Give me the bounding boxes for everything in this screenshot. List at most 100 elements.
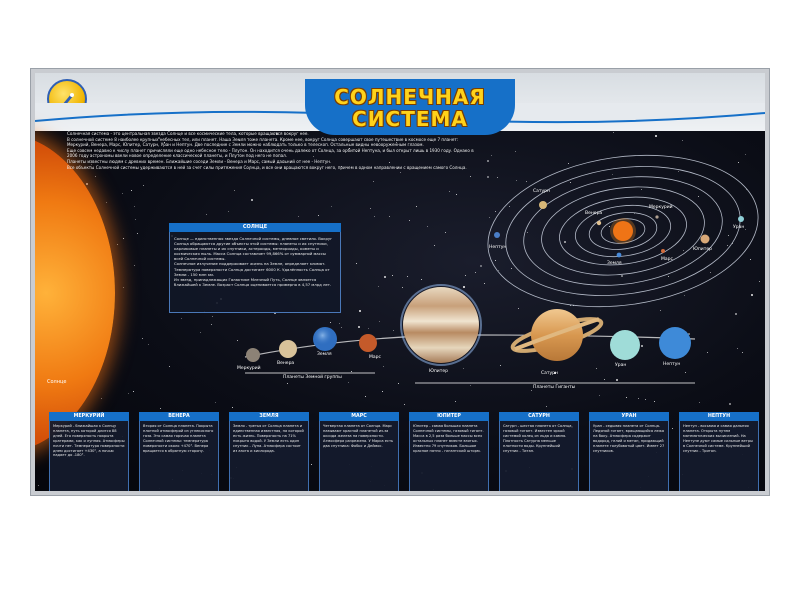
sun-label: Солнце [47, 379, 67, 385]
intro-paragraph: В солнечной системе 8 наиболее крупных н… [67, 136, 459, 148]
star [391, 274, 393, 276]
orbit-mars [661, 249, 665, 253]
card-text: Нептун - восьмая и самая дальняя планета… [683, 424, 753, 453]
star [514, 151, 516, 153]
title-banner: СОЛНЕЧНАЯ СИСТЕМА [305, 79, 515, 135]
star [350, 371, 352, 373]
star [497, 269, 499, 271]
card-title: МЕРКУРИЙ [49, 412, 129, 421]
star [595, 368, 597, 370]
star [408, 220, 410, 222]
star [215, 402, 217, 404]
star [625, 396, 627, 398]
card-text: Четвертая планета от Солнца. Марс называ… [323, 424, 394, 448]
star [687, 333, 690, 336]
star [654, 400, 656, 402]
orbit-mercury [655, 215, 659, 219]
card-title: САТУРН [499, 412, 579, 421]
star [744, 153, 746, 155]
orbit-sun [613, 221, 633, 241]
star [287, 383, 289, 385]
star [633, 213, 635, 215]
star [515, 180, 517, 182]
star [490, 154, 492, 156]
orbit-ring [588, 212, 658, 250]
planet-cards: МЕРКУРИЙ Меркурий - ближайшая к Солнцу п… [49, 412, 759, 491]
star [148, 344, 150, 346]
star [496, 177, 498, 179]
orbit-label-jupiter: Юпитер [693, 247, 712, 252]
star [612, 173, 614, 175]
star [329, 322, 331, 324]
star [426, 226, 428, 228]
star [564, 241, 567, 244]
star [134, 205, 136, 207]
star [608, 226, 610, 228]
star [135, 218, 137, 220]
star [475, 271, 477, 273]
star [339, 323, 341, 325]
star [727, 244, 729, 246]
poster-frame: СОЛНЕЧНАЯ СИСТЕМА Солнце Солнечная систе… [30, 68, 770, 496]
star [117, 244, 119, 246]
star [569, 305, 571, 307]
intro-text: Солнечная система - это центральная звез… [67, 131, 477, 217]
star [568, 163, 570, 165]
star [181, 318, 183, 320]
star [407, 276, 409, 278]
star [105, 201, 107, 203]
star [744, 228, 746, 230]
card-jupiter: ЮПИТЕР Юпитер - самая большая планета Со… [409, 412, 489, 491]
orbit-diagram-svg [487, 154, 759, 308]
orbit-label-saturn: Сатурн [533, 189, 550, 194]
star [227, 210, 229, 212]
star [758, 281, 760, 283]
star [312, 156, 314, 158]
star [553, 372, 556, 375]
star [469, 384, 471, 386]
star [480, 265, 483, 268]
star [469, 176, 471, 178]
star [403, 403, 405, 405]
card-title: УРАН [589, 412, 669, 421]
star [395, 142, 397, 144]
star [741, 351, 743, 353]
star [727, 235, 729, 237]
star [494, 210, 496, 212]
orbit-ring [541, 186, 705, 276]
star [697, 195, 699, 197]
star [441, 332, 443, 334]
star [487, 159, 490, 162]
star [388, 161, 390, 163]
star [210, 324, 212, 326]
orbit-neptune [494, 232, 500, 238]
orbit-ring [574, 204, 672, 258]
intro-paragraph: Планеты известны людям с древних времен.… [67, 158, 332, 164]
star [398, 383, 400, 385]
star [749, 258, 751, 260]
star [499, 365, 501, 367]
star [612, 132, 614, 134]
star [420, 278, 422, 280]
orbit-ring [559, 196, 687, 266]
star [318, 215, 320, 217]
star [123, 287, 125, 289]
star [298, 215, 299, 217]
star [484, 282, 486, 284]
star [641, 345, 644, 348]
sun-info-paragraph: Солнечное излучение поддерживает жизнь н… [174, 261, 330, 277]
star [456, 193, 458, 195]
card-earth: ЗЕМЛЯ Земля - третья от Солнца планета и… [229, 412, 309, 491]
orbit-label-uranus: Уран [733, 225, 745, 230]
star [706, 352, 708, 354]
star [358, 310, 361, 313]
star [379, 321, 381, 323]
star [121, 193, 123, 195]
star [549, 321, 552, 324]
title-line-2: СИСТЕМА [352, 107, 468, 131]
star [159, 407, 161, 409]
star [356, 150, 358, 152]
star [233, 189, 235, 191]
star [374, 215, 376, 217]
star [370, 208, 372, 210]
